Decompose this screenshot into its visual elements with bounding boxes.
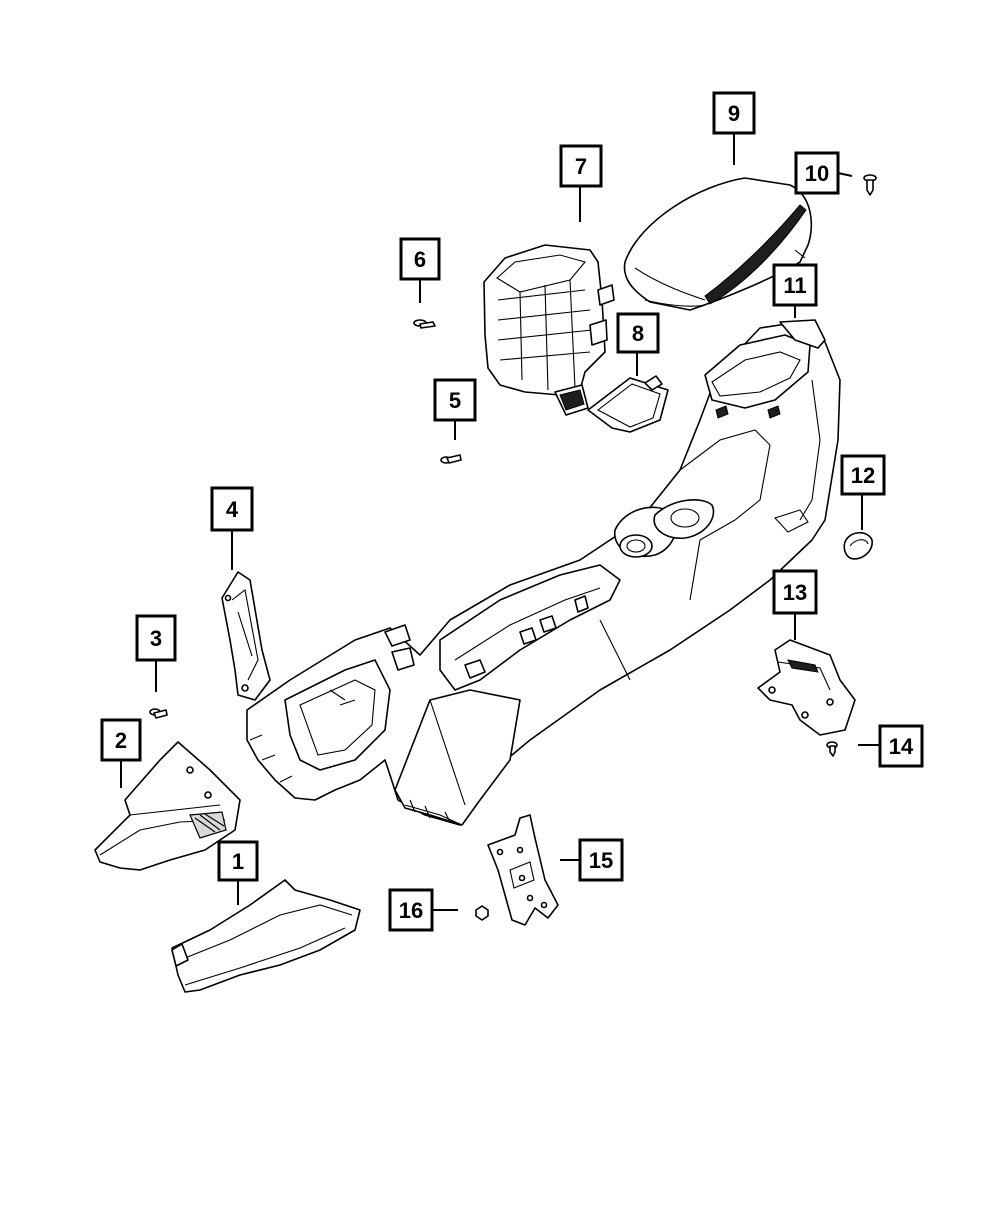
callout-14: 14 xyxy=(878,724,924,768)
callout-6: 6 xyxy=(399,237,441,281)
callout-11: 11 xyxy=(772,263,818,307)
callout-label: 7 xyxy=(575,154,587,179)
part-center-console xyxy=(246,319,841,826)
callout-12: 12 xyxy=(840,454,886,496)
part-screw-14 xyxy=(826,741,838,757)
callout-8: 8 xyxy=(616,312,660,354)
callout-7: 7 xyxy=(559,144,603,188)
callout-label: 14 xyxy=(889,734,914,759)
part-trim-strip xyxy=(221,571,271,701)
callout-label: 4 xyxy=(226,497,239,522)
callout-4: 4 xyxy=(210,486,254,532)
part-storage-bin xyxy=(483,244,615,416)
callout-2: 2 xyxy=(100,718,142,762)
callout-label: 5 xyxy=(449,388,461,413)
part-plug xyxy=(843,531,873,560)
part-lower-trim xyxy=(171,879,361,993)
callout-13: 13 xyxy=(772,569,818,615)
part-bin-mat xyxy=(587,375,669,433)
part-bracket-13 xyxy=(757,639,856,736)
callout-label: 16 xyxy=(399,898,423,923)
callout-9: 9 xyxy=(712,91,756,135)
callout-3: 3 xyxy=(135,614,177,662)
part-screw-10 xyxy=(863,174,877,196)
callout-label: 10 xyxy=(805,161,829,186)
callout-15: 15 xyxy=(578,838,624,882)
callout-label: 13 xyxy=(783,580,807,605)
callout-label: 6 xyxy=(414,247,426,272)
callout-label: 3 xyxy=(150,626,162,651)
part-screw-5 xyxy=(440,454,462,464)
callout-label: 8 xyxy=(632,321,644,346)
callout-16: 16 xyxy=(388,888,434,932)
part-screw-6 xyxy=(413,319,436,329)
part-armrest-lid xyxy=(623,177,813,311)
callout-10: 10 xyxy=(794,151,840,195)
callout-label: 2 xyxy=(115,728,127,753)
callout-label: 11 xyxy=(783,273,806,298)
leader-lines xyxy=(120,133,880,911)
part-nut-16 xyxy=(475,905,489,921)
callout-label: 9 xyxy=(728,101,740,126)
part-screw-3 xyxy=(149,708,168,719)
callout-label: 1 xyxy=(232,849,244,874)
part-mounting-plate xyxy=(487,814,559,926)
callout-label: 12 xyxy=(851,463,875,488)
callout-5: 5 xyxy=(433,378,477,422)
callout-1: 1 xyxy=(217,840,259,882)
part-front-bezel xyxy=(94,741,241,871)
callout-label: 15 xyxy=(589,848,613,873)
